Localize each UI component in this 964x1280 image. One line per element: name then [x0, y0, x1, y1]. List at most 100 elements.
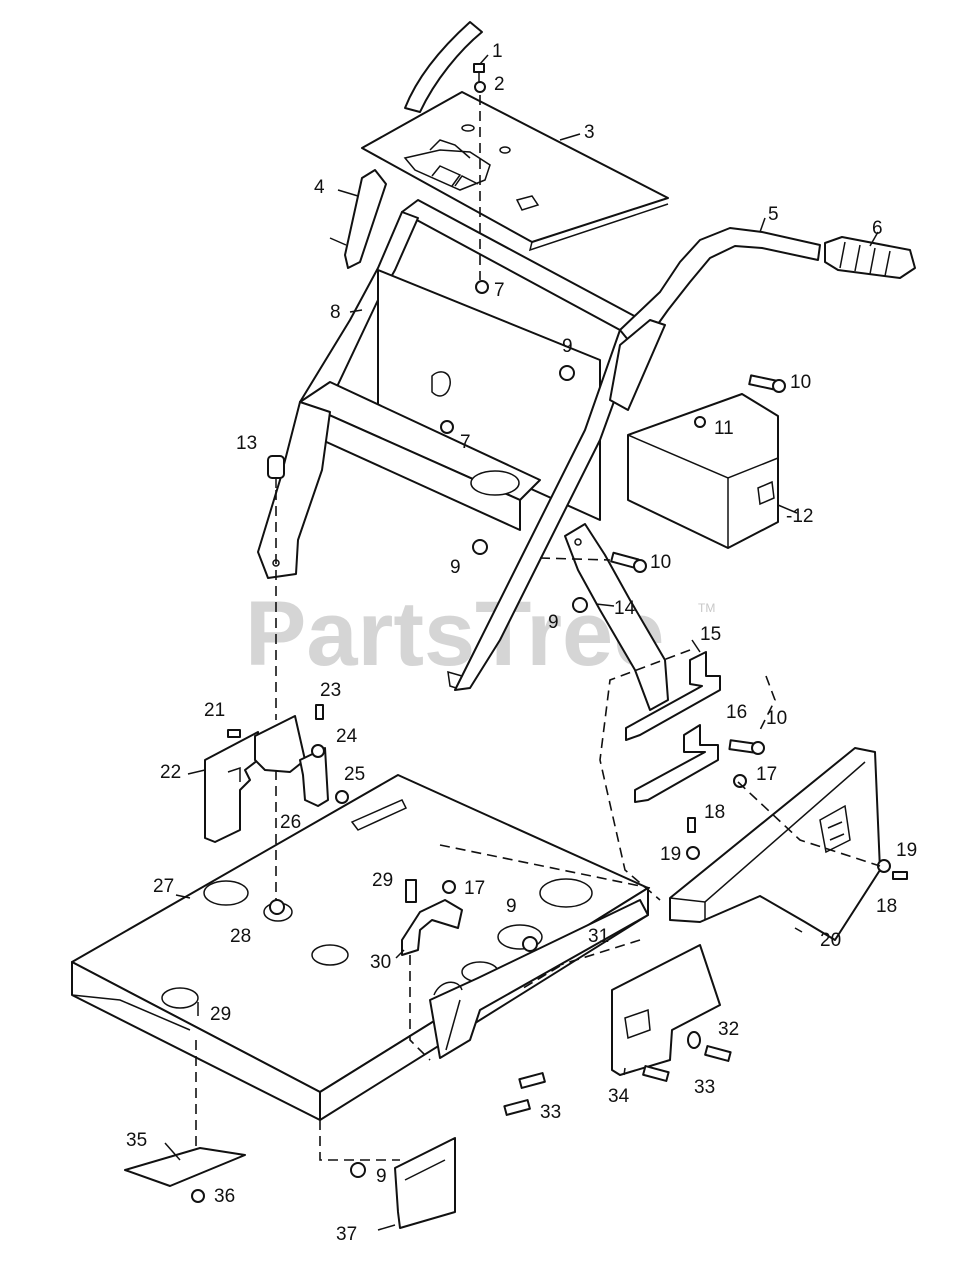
bolt-29a-icon [405, 879, 417, 903]
nut-7b-icon [440, 420, 454, 434]
side-cover [669, 747, 881, 941]
nut-25-icon [335, 790, 349, 804]
callout-labels: 1 2 3 4 5 6 7 7 8 9 9 9 9 9 10 10 10 11 … [126, 41, 917, 1245]
nut-9d-icon [522, 936, 538, 952]
screw-23-icon [315, 704, 324, 720]
callout-1: 1 [492, 41, 503, 62]
nut-7a-icon [475, 280, 489, 294]
callout-9a: 9 [562, 336, 573, 357]
screw-18a-icon [687, 817, 696, 833]
callout-9c: 9 [548, 612, 559, 633]
steering-handle [609, 227, 916, 411]
mount-bracket-30 [401, 899, 463, 956]
nut-17a-icon [733, 774, 747, 788]
callout-6: 6 [872, 218, 883, 239]
callout-9b: 9 [450, 557, 461, 578]
callout-37: 37 [336, 1224, 357, 1245]
callout-31: 31 [588, 926, 609, 947]
steering-arm [564, 523, 669, 711]
bolt-13-icon [267, 455, 285, 488]
callout-10a: 10 [790, 372, 811, 393]
leader-lines [164, 54, 879, 1231]
washer-2-icon [474, 81, 486, 93]
callout-20: 20 [820, 930, 841, 951]
callout-24: 24 [336, 726, 358, 747]
callout-3: 3 [584, 122, 595, 143]
callout-18a: 18 [704, 802, 725, 823]
bolt-10a-icon [748, 374, 786, 393]
bolt-1-icon [473, 63, 485, 82]
callout-2: 2 [494, 74, 505, 95]
callout-18b: 18 [876, 896, 897, 917]
callout-27: 27 [153, 876, 174, 897]
bolt-33a-icon [518, 1072, 546, 1089]
nut-28-icon [269, 899, 285, 915]
bolt-10b-icon [610, 551, 647, 573]
callout-8: 8 [330, 302, 341, 323]
callout-30: 30 [370, 952, 391, 973]
callout-10b: 10 [650, 552, 671, 573]
left-mount-leg [257, 401, 331, 579]
callout-33b: 33 [694, 1077, 715, 1098]
screw-21-icon [227, 729, 241, 738]
callout-23: 23 [320, 680, 341, 701]
assembly-guide-lines [195, 95, 881, 1161]
side-plate-34 [611, 944, 721, 1076]
nut-17b-icon [442, 880, 456, 894]
nut-9e-icon [350, 1162, 366, 1178]
left-handle-tube [404, 21, 483, 113]
left-bracket-22 [204, 715, 306, 843]
nut-9b-icon [472, 539, 488, 555]
bracket-15 [625, 651, 721, 741]
callout-9d: 9 [506, 896, 517, 917]
side-bracket [329, 169, 387, 269]
watermark-trademark: TM [698, 601, 715, 615]
callout-11: 11 [714, 418, 734, 439]
nut-9a-icon [559, 365, 575, 381]
washer-32-icon [687, 1031, 701, 1049]
callout-35: 35 [126, 1130, 147, 1151]
callout-34: 34 [608, 1086, 630, 1107]
callout-26: 26 [280, 812, 301, 833]
nut-24-icon [311, 744, 325, 758]
fasteners [191, 63, 908, 1203]
callout-17b: 17 [464, 878, 485, 899]
callout-15: 15 [700, 624, 721, 645]
nut-9c-icon [572, 597, 588, 613]
bolt-11-icon [694, 416, 706, 428]
callout-29a: 29 [372, 870, 393, 891]
bolt-33c-icon [642, 1065, 670, 1082]
callout-29b: 29 [210, 1004, 231, 1025]
bolt-33b-icon [503, 1099, 531, 1116]
callout-19a: 19 [660, 844, 681, 865]
callout-32: 32 [718, 1019, 739, 1040]
callout-4: 4 [314, 177, 325, 198]
callout-25: 25 [344, 764, 365, 785]
callout-14: 14 [614, 598, 636, 619]
rear-plate-31 [429, 899, 649, 1059]
bottom-plate-35 [124, 1147, 246, 1187]
washer-19a-icon [686, 846, 700, 860]
callout-16: 16 [726, 702, 747, 723]
callout-5: 5 [768, 204, 779, 225]
callout-36: 36 [214, 1186, 235, 1207]
left-bracket-26 [299, 747, 329, 807]
bolt-10c-icon [728, 739, 765, 755]
nut-36-icon [191, 1189, 205, 1203]
control-box [627, 393, 779, 549]
bracket-37 [394, 1137, 456, 1229]
callout-17a: 17 [756, 764, 777, 785]
callout-9e: 9 [376, 1166, 387, 1187]
bracket-16 [634, 724, 719, 803]
bolt-33d-icon [704, 1045, 732, 1062]
callout-33a: 33 [540, 1102, 561, 1123]
callout-28: 28 [230, 926, 251, 947]
console-frame [299, 199, 641, 691]
control-panel-plate [361, 91, 669, 252]
callout-19b: 19 [896, 840, 917, 861]
callout-7b: 7 [460, 432, 471, 453]
callout-12: -12 [786, 506, 813, 527]
callout-10c: 10 [766, 708, 787, 729]
callout-13: 13 [236, 433, 257, 454]
